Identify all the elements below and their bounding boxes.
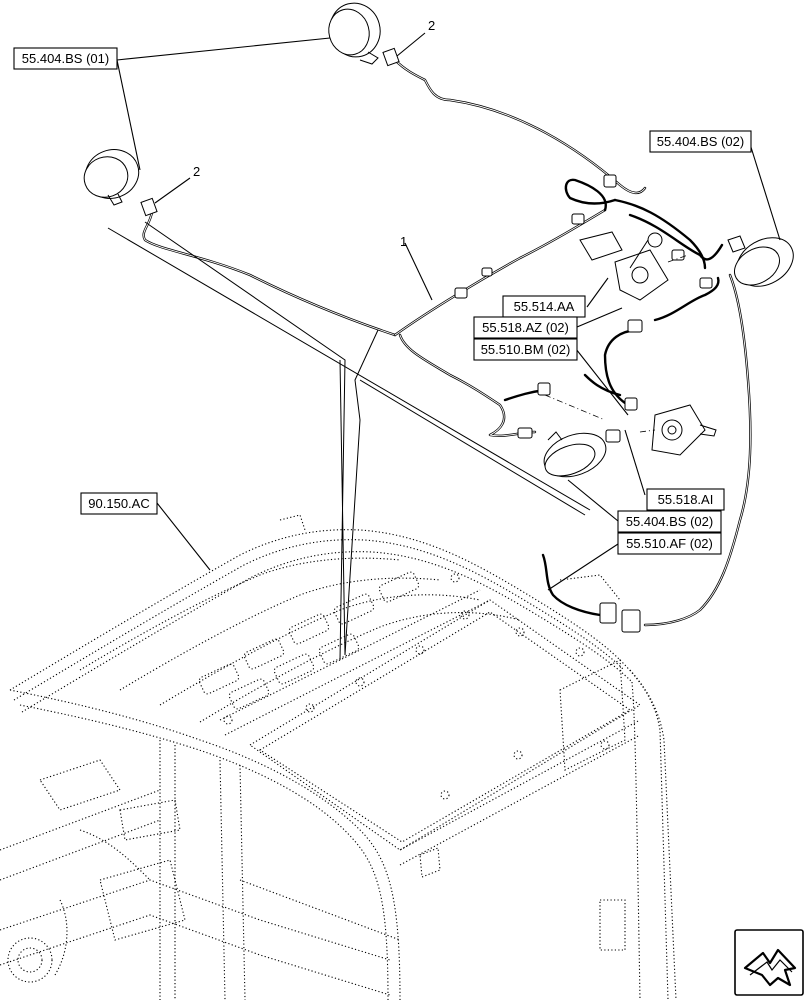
ref-label-rear-wiper-motor[interactable]: 55.518.AI xyxy=(646,488,725,511)
ref-label-cab-frame[interactable]: 90.150.AC xyxy=(80,492,158,515)
ref-label-main-harness[interactable]: 55.510.AF (02) xyxy=(617,532,722,555)
ref-label-front-light[interactable]: 55.404.BS (01) xyxy=(13,47,118,70)
ref-label-rear-light-upper[interactable]: 55.404.BS (02) xyxy=(649,130,752,153)
wiring-harness xyxy=(140,47,752,633)
ref-text-front-light: 55.404.BS (01) xyxy=(22,51,109,66)
wiper-motor-assembly xyxy=(579,231,669,301)
front-work-light-lower xyxy=(83,149,140,206)
ref-label-rear-light-lower[interactable]: 55.404.BS (02) xyxy=(617,510,722,533)
ref-label-wiper-motor[interactable]: 55.514.AA xyxy=(502,295,586,318)
leader-lines xyxy=(116,32,781,591)
next-page-arrow-icon[interactable] xyxy=(734,929,804,996)
rear-work-light-upper xyxy=(727,235,794,287)
ref-text-rear-harness: 55.510.BM (02) xyxy=(481,342,571,357)
ref-text-wiper-harness: 55.518.AZ (02) xyxy=(482,320,569,335)
ref-label-wiper-harness[interactable]: 55.518.AZ (02) xyxy=(473,316,578,339)
rear-work-light-lower xyxy=(543,431,607,478)
ref-text-rear-light-upper: 55.404.BS (02) xyxy=(657,134,744,149)
front-work-light-upper xyxy=(328,2,381,65)
ref-label-rear-harness[interactable]: 55.510.BM (02) xyxy=(473,338,578,361)
ref-text-rear-light-lower: 55.404.BS (02) xyxy=(626,514,713,529)
cab-frame-structure xyxy=(0,514,677,1000)
ref-text-rear-wiper-motor: 55.518.AI xyxy=(658,492,714,507)
rear-wiper-motor xyxy=(651,404,717,456)
callout-harness: 1 xyxy=(400,234,407,249)
callout-connector-b: 2 xyxy=(193,164,200,179)
assembly-guide-lines xyxy=(107,221,591,661)
ref-text-cab-frame: 90.150.AC xyxy=(88,496,149,511)
ref-text-wiper-motor: 55.514.AA xyxy=(514,299,575,314)
callout-connector-a: 2 xyxy=(428,18,435,33)
ref-text-main-harness: 55.510.AF (02) xyxy=(626,536,713,551)
